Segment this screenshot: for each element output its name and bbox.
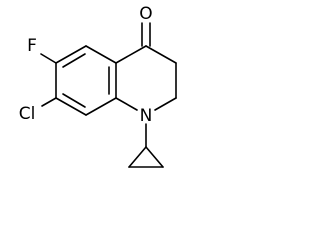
bond-c5-c6 (55, 45, 87, 64)
nitrogen-atom-label: N (140, 106, 153, 126)
cyclopropyl-ring (128, 146, 164, 168)
bond-n1-c8a (115, 97, 138, 111)
fluorine-atom-label: F (27, 36, 37, 56)
double-bond-c5-c6-inner (62, 53, 86, 68)
structure-diagram: O F Cl N (19, 4, 177, 168)
bond-c7-cl (41, 97, 57, 107)
bond-c4a-c5 (85, 45, 117, 64)
cyclopropyl-bond-3 (145, 146, 164, 168)
cyclopropyl-bond-1 (128, 146, 147, 168)
piperidinone-ring (115, 45, 177, 111)
bond-c2-n1 (154, 97, 177, 111)
bond-c6-f (40, 53, 57, 64)
bond-c4a-c4 (115, 45, 147, 64)
oxygen-atom-label: O (139, 4, 152, 24)
carbonyl-group (141, 22, 151, 47)
bond-c8-c8a (85, 97, 117, 116)
benzene-ring (55, 45, 117, 116)
bond-c4-c3 (145, 45, 177, 64)
bond-c7-c8 (55, 97, 87, 116)
chlorine-atom-label: Cl (19, 104, 36, 124)
double-bond-c7-c8-inner (62, 93, 86, 108)
molecule-structure: O F Cl N (19, 4, 177, 168)
